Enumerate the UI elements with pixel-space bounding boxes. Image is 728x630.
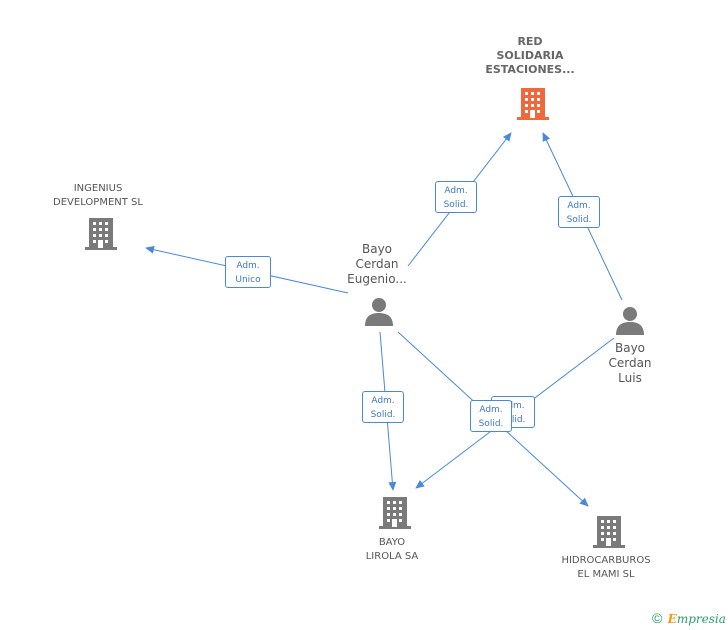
badge-line-2: Solid. [478,419,504,429]
label-line: DEVELOPMENT SL [53,197,143,208]
empresia-logo: © Empresia [652,610,726,626]
label-line: Bayo [614,341,646,355]
person-icon[interactable] [615,305,645,335]
edge-badge-eugenio-bayo-lirola[interactable]: Adm. Solid. [362,391,404,423]
badge-line-1: Adm. [371,396,395,406]
label-line: Cerdan [608,356,652,370]
label-line: LIROLA SA [365,551,419,562]
badge-line-1: Adm. [501,401,525,411]
node-label-red-solidaria[interactable]: RED SOLIDARIA ESTACIONES... [470,35,590,77]
label-line: INGENIUS [73,183,123,194]
copyright-icon: © [652,610,663,626]
node-label-bayo-cerdan-eugenio[interactable]: Bayo Cerdan Eugenio... [327,242,427,287]
label-line: SOLIDARIA [496,49,564,62]
building-icon[interactable] [593,514,625,548]
label-line: RED [517,35,543,48]
node-label-ingenius[interactable]: INGENIUS DEVELOPMENT SL [38,182,158,210]
person-icon[interactable] [364,296,394,326]
badge-line-1: Adm. [567,201,591,211]
edge-badge-eugenio-red-solidaria[interactable]: Adm. Solid. [435,181,477,213]
node-label-hidrocarburos[interactable]: HIDROCARBUROS EL MAMI SL [546,554,666,582]
building-icon[interactable] [85,216,117,250]
building-icon[interactable] [379,495,411,529]
edge-badge-luis-bayo-lirola[interactable]: Adm. Solid. [470,400,512,432]
label-line: HIDROCARBUROS [561,555,651,566]
badge-line-2: Unico [235,275,261,285]
label-line: Cerdan [355,257,399,271]
badge-line-2: Solid. [443,200,469,210]
badge-line-1: Adm. [479,405,503,415]
badge-line-1: Adm. [444,186,468,196]
edge-badge-luis-red-solidaria[interactable]: Adm. Solid. [558,196,600,228]
label-line: Bayo [361,242,393,256]
label-line: EL MAMI SL [577,569,635,580]
edge-badge-eugenio-ingenius[interactable]: Adm. Unico [225,256,271,288]
badge-line-2: Solid. [566,215,592,225]
badge-line-2: Solid. [500,415,526,425]
node-label-bayo-cerdan-luis[interactable]: Bayo Cerdan Luis [590,341,670,386]
label-line: ESTACIONES... [485,63,575,76]
badge-line-1: Adm. [236,261,260,271]
label-line: Luis [618,371,642,385]
label-line: Eugenio... [347,272,407,286]
badge-line-2: Solid. [370,410,396,420]
building-icon[interactable] [517,86,549,120]
label-line: BAYO [378,537,406,548]
node-label-bayo-lirola[interactable]: BAYO LIROLA SA [342,536,442,564]
brand-name: Empresia [667,612,726,626]
